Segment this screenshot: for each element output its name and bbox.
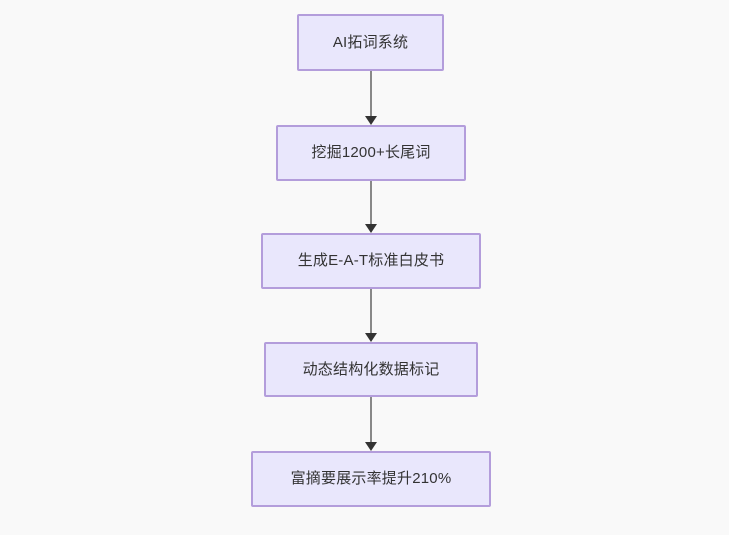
flow-edge-line xyxy=(370,289,372,333)
flow-node-rich-snippet-impression-uplift[interactable]: 富摘要展示率提升210% xyxy=(251,451,491,507)
flow-node-label: 生成E-A-T标准白皮书 xyxy=(297,252,445,269)
flow-node-generate-eat-whitepaper[interactable]: 生成E-A-T标准白皮书 xyxy=(261,233,481,289)
flow-edge-arrowhead xyxy=(365,224,377,233)
flow-node-label: 挖掘1200+长尾词 xyxy=(311,144,431,161)
flow-edge-line xyxy=(370,71,372,116)
flow-edge-arrowhead xyxy=(365,442,377,451)
flow-node-label: 富摘要展示率提升210% xyxy=(290,470,452,487)
flow-edge-arrowhead xyxy=(365,333,377,342)
flow-node-label: 动态结构化数据标记 xyxy=(302,360,440,378)
flow-edge-line xyxy=(370,181,372,224)
flow-node-ai-keyword-system[interactable]: AI拓词系统 xyxy=(297,14,444,71)
flow-node-mine-longtail-keywords[interactable]: 挖掘1200+长尾词 xyxy=(276,125,466,181)
flow-node-dynamic-structured-data-markup[interactable]: 动态结构化数据标记 xyxy=(264,342,478,397)
flow-edge-arrowhead xyxy=(365,116,377,125)
flow-edge-line xyxy=(370,397,372,442)
flow-node-label: AI拓词系统 xyxy=(332,33,409,51)
